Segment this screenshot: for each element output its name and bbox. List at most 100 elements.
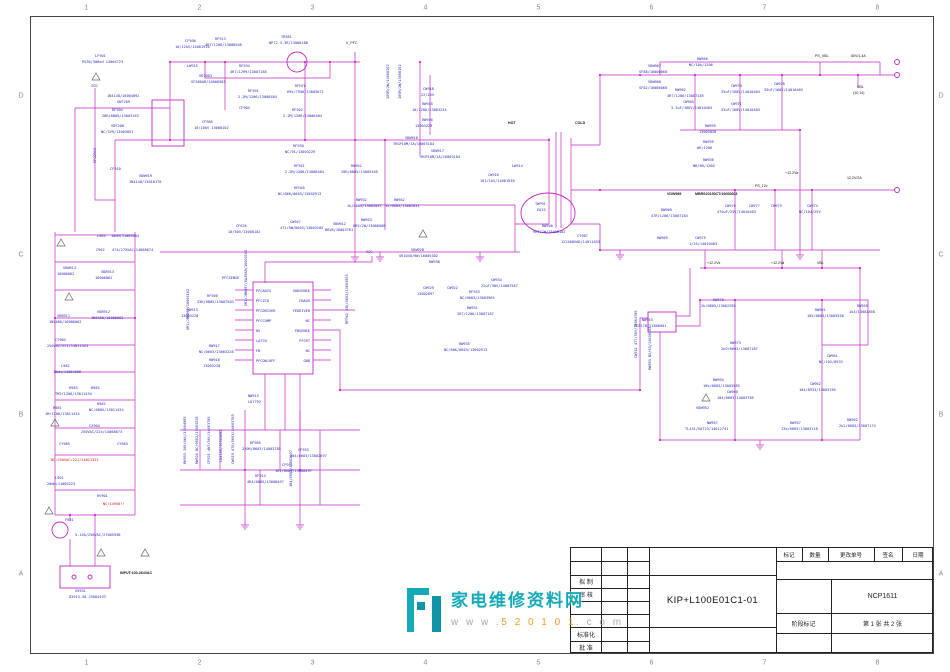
component-label: RW962 [847,418,858,422]
component-label: CW979 [771,204,782,208]
component-label: B6V8/16003781 [325,228,353,232]
component-label: CW962 [810,382,821,386]
component-label: 1k4/13002850 [849,310,875,314]
grid-reference-label: C [938,251,944,259]
component-label: GND [304,359,311,363]
component-label: RH903 100/4kV/13004985 [183,416,187,464]
component-label: RW936 [703,158,714,162]
component-label: RW932 [356,198,367,202]
component-label: RW942 [394,198,405,202]
junction-dot [298,468,302,472]
component-label: X5931 [75,589,86,593]
grid-reference-label: 5 [536,4,541,12]
junction-dot [53,316,57,320]
component-label: 1k/0603/13002831 [385,204,420,208]
warning-triangle-icon [418,229,428,238]
component-label: RW957 [790,421,801,425]
component-label: 33uF/160V/14010403 [721,90,760,94]
component-label: RW973 [730,341,741,345]
component-label: RW935 [459,342,470,346]
component-label: RW916 [209,358,220,362]
component-label: 4R7/1299/13007185 [230,70,267,74]
component-label: C902 [96,248,105,252]
component-label: 2.2M/1206/13008484 [283,114,322,118]
warning-triangle-icon [701,393,711,402]
junction-dot [733,188,737,192]
junction-dot [693,73,697,77]
component-box [151,99,185,147]
component-label: CF626 [236,224,247,228]
component-label: VCC_ [366,250,375,254]
component-label: CY987 [577,234,588,238]
component-label: NC/86K/0603/13002913 [278,192,321,196]
junction-dot [733,298,737,302]
component-label: R981 [53,406,62,410]
component-label: CW922 [447,286,458,290]
title-block: 拟 制 审 核 标准化 批 准 标记 数量 更改单号 签名 日期 KIP+L10… [570,547,934,653]
component-label: NW915 [248,394,259,398]
component-label: CF931 [282,463,293,467]
junction-dot [658,438,662,442]
component-label: RW913 [187,308,198,312]
component-label: 33uF/160V/14010403 [764,88,803,92]
component-label: 250VAC/224/14008673 [81,430,122,434]
component-label: CW934 [491,278,502,282]
component-label: NC/0805/13011434 [89,408,124,412]
component-label: VDB912 [97,310,110,314]
component-label: D3913-3A 25084493 [69,595,106,599]
component-label: CF904 [239,106,250,110]
component-label: RFH70 [295,84,306,88]
component-label: TM2/1206/13011434 [55,392,92,396]
component-box [59,565,111,589]
component-label: TWP91 [535,202,546,206]
component-label: LF901 [95,54,106,58]
titleblock-header-change-no: 更改单号 [839,552,862,559]
component-label: RW920 NC/0603/13003228 [195,416,199,464]
component-label: RW955 [857,304,868,308]
component-label: VDW916 [405,136,418,140]
junction-dot [733,438,737,442]
grid-reference-label: A [938,570,944,578]
component-label: LW914 [512,164,523,168]
grid-reference-label: 1 [84,659,89,667]
component-label: RW946 [422,118,433,122]
drawing-frame [30,16,934,654]
junction-dot [703,266,707,270]
component-label: 1k/0603/13002831 [347,204,382,208]
junction-dot [820,438,824,442]
component-label: 10/12kV/14001910 [175,45,210,49]
junction-dot [738,73,742,77]
junction-dot [798,128,802,132]
component-label: FB [256,349,260,353]
component-label: FBAUX [299,299,311,303]
component-label: 161/1kV/14001938 [480,179,515,183]
component-label: RW961 [815,308,826,312]
ground-symbol [756,440,764,450]
component-label: 4R4/0805/13008497 [247,480,284,484]
component-label: NC [306,349,310,353]
component-label: TRGP10M/1A/16003184 [393,142,434,146]
component-label: CW970 [731,84,742,88]
component-label: CW947 [290,220,301,224]
component-label: 100R/2W/13008102 [386,64,390,99]
component-label: FBSENSE [295,329,310,333]
grid-reference-label: A [18,570,24,578]
component-label: RW970 [713,298,724,302]
component-label: VBL [857,85,864,89]
component-label: 13003228 [203,364,220,368]
component-label: CY983 [117,442,128,446]
component-label: 16006062 [95,276,112,280]
component-label: 28R/0805/13003163 [102,114,139,118]
component-label: NC:250VAC/221/14011323 [51,458,99,462]
ground-symbol [476,252,484,262]
component-label: +12.2Va [771,261,784,265]
component-label: 122400VAD/14011033 [561,240,600,244]
component-label: +12.2Vs [707,261,720,265]
component-label: PS_VBL [815,54,829,58]
component-box [252,281,314,375]
component-label: TR561 [281,35,292,39]
junction-dot [203,60,207,64]
component-label: RW993 B2/63/13008102 [648,327,652,370]
ground-symbol [616,250,624,260]
grid-reference-label: C [18,251,24,259]
